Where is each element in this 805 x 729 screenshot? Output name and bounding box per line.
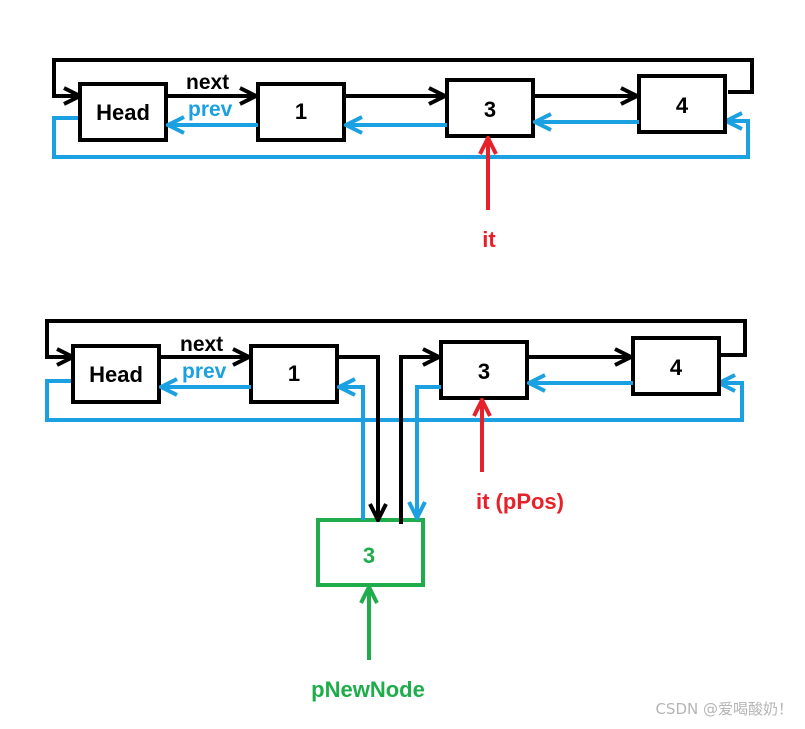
node-3-label: 3	[484, 97, 496, 122]
node-head-label: Head	[96, 100, 150, 125]
node-1-label: 1	[295, 99, 307, 124]
it-pointer-label: it	[482, 227, 496, 252]
node-head-after-label: Head	[89, 362, 143, 387]
it-ppos-pointer-label: it (pPos)	[476, 489, 564, 514]
node-4	[637, 74, 727, 134]
next-label: next	[186, 71, 229, 94]
node-4-after	[631, 336, 721, 396]
next-link-1-new	[337, 355, 378, 520]
prev-link-new-1	[339, 387, 365, 520]
node-3-after-label: 3	[478, 359, 490, 384]
prev-label: prev	[188, 98, 233, 121]
prev-link-3-new	[417, 385, 441, 518]
diagram-before: Head 1 3 4 next prev it	[52, 58, 754, 252]
wrap-prev-link-after	[45, 381, 744, 422]
new-node-label: 3	[363, 543, 375, 568]
prev-label-after: prev	[182, 360, 227, 383]
node-4-after-label: 4	[670, 355, 683, 380]
next-label-after: next	[180, 333, 223, 356]
node-1-after-label: 1	[288, 361, 300, 386]
wrap-next-link	[52, 58, 754, 96]
node-1-after	[249, 344, 339, 404]
next-link-new-3	[399, 357, 439, 524]
pnewnode-pointer-label: pNewNode	[311, 677, 425, 702]
watermark: CSDN @爱喝酸奶！	[655, 700, 793, 718]
node-3	[445, 78, 535, 138]
node-1	[256, 82, 346, 142]
diagram-after: Head 1 3 4 3 next prev it (pPos) pNewNod…	[45, 319, 747, 702]
wrap-prev-link	[52, 118, 750, 159]
node-head	[78, 82, 168, 142]
node-4-label: 4	[676, 93, 689, 118]
wrap-next-link-after	[45, 319, 747, 357]
node-head-after	[71, 344, 161, 404]
